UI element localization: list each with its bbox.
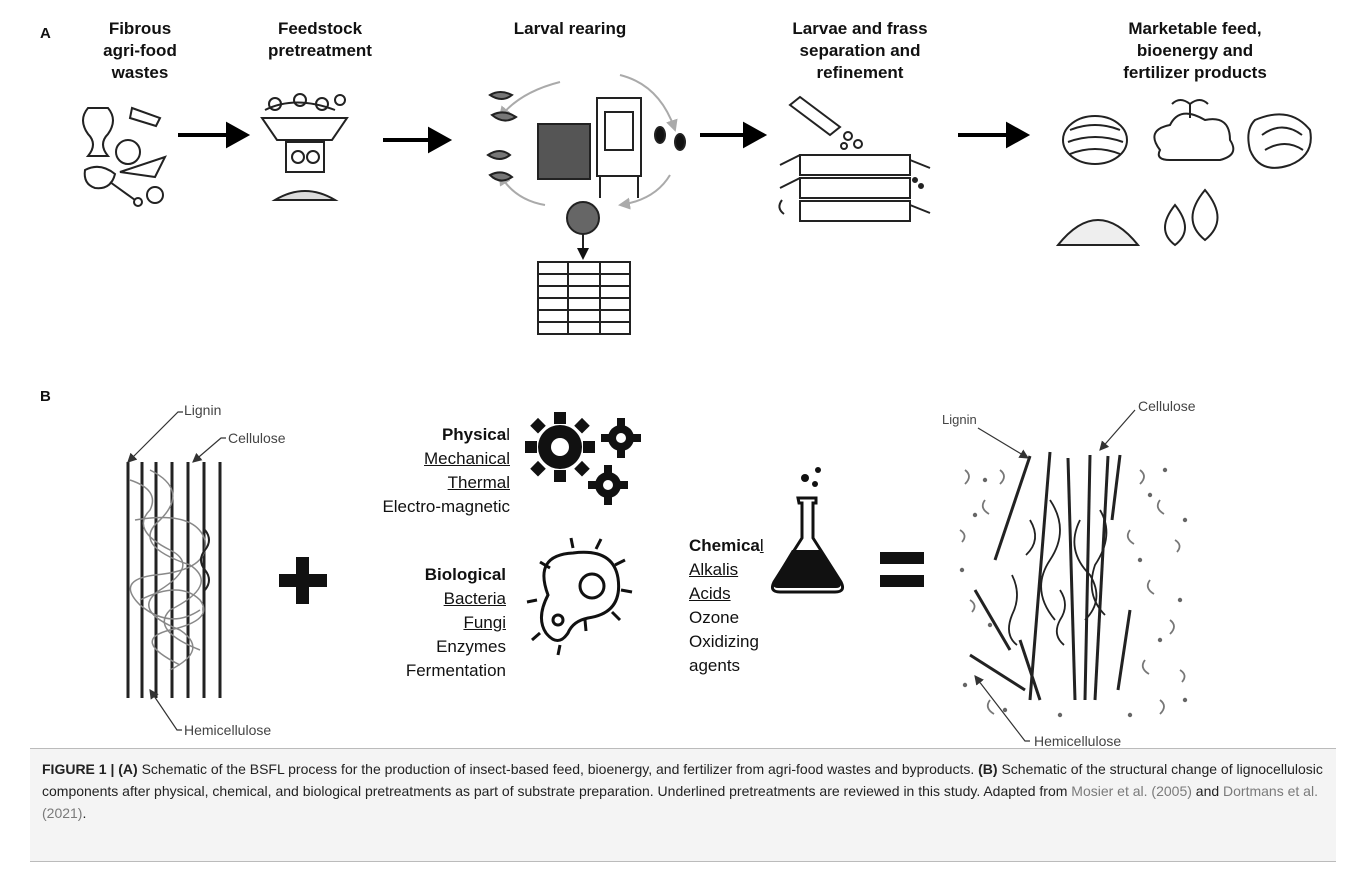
- biological-item-fermentation: Fermentation: [405, 661, 506, 680]
- figure-caption: FIGURE 1 | (A) Schematic of the BSFL pro…: [42, 761, 1323, 821]
- physical-item-thermal: Thermal: [447, 473, 510, 492]
- flask-icon: [771, 467, 844, 594]
- label-lignin-right: Lignin: [942, 412, 977, 427]
- larval-rearing-icon: [486, 74, 686, 335]
- step-title-separation: Larvae and frass separation and refineme…: [792, 19, 928, 82]
- feedstock-pretreatment-icon: [260, 93, 349, 201]
- agri-food-waste-icon: [82, 106, 167, 207]
- panel-b-label: B: [40, 388, 51, 405]
- biological-item-fungi: Fungi: [463, 613, 506, 632]
- biological-item-bacteria: Bacteria: [443, 589, 506, 608]
- reference-link-dortmans[interactable]: Dortmans et al. (2021): [42, 783, 1318, 821]
- chemical-item-oxidizing: Oxidizing: [689, 632, 759, 651]
- physical-treatments: Physical Mechanical Thermal Electro-magn…: [330, 423, 510, 519]
- step-title-rearing: Larval rearing: [513, 19, 627, 38]
- label-hemicellulose-right: Hemicellulose: [1034, 733, 1122, 749]
- plus-sign: [279, 557, 327, 604]
- label-lignin-left: Lignin: [184, 402, 222, 418]
- panel-a-label: A: [40, 25, 51, 42]
- bacteria-icon: [526, 537, 633, 656]
- left-label-pointers: [127, 411, 226, 731]
- label-cellulose-right: Cellulose: [1138, 398, 1196, 414]
- chemical-item-acids: Acids: [689, 584, 731, 603]
- label-hemicellulose-left: Hemicellulose: [184, 722, 272, 738]
- chemical-item-alkalis: Alkalis: [689, 560, 739, 579]
- right-label-pointers: [974, 409, 1136, 742]
- physical-item-mechanical: Mechanical: [424, 449, 510, 468]
- physical-heading: Physical: [441, 425, 510, 444]
- label-cellulose-left: Cellulose: [228, 430, 286, 446]
- biological-heading: Biological: [424, 565, 506, 584]
- caption-box: [30, 748, 1336, 862]
- step-title-pretreatment: Feedstock pretreatment: [268, 19, 372, 60]
- gears-icon: [525, 412, 641, 505]
- products-icons: [1055, 99, 1312, 247]
- equals-sign: [880, 552, 924, 587]
- chemical-heading: Chemical: [689, 536, 764, 555]
- reference-link-mosier[interactable]: Mosier et al. (2005): [1071, 783, 1192, 799]
- physical-item-electromagnetic: Electro-magnetic: [382, 497, 510, 516]
- process-arrows: [178, 121, 1031, 154]
- step-title-wastes: Fibrous agri-food wastes: [103, 19, 177, 82]
- biological-item-enzymes: Enzymes: [436, 637, 506, 656]
- hemicellulose-strands-left: [129, 469, 207, 671]
- disrupted-lignocellulose: [959, 451, 1188, 718]
- step-title-products: Marketable feed, bioenergy and fertilize…: [1123, 19, 1267, 82]
- chemical-treatments: Chemical Alkalis Acids Ozone Oxidizing a…: [689, 534, 799, 678]
- biological-treatments: Biological Bacteria Fungi Enzymes Fermen…: [330, 563, 506, 683]
- chemical-item-agents: agents: [689, 656, 741, 675]
- chemical-item-ozone: Ozone: [689, 608, 740, 627]
- separation-sieve-icon: [778, 95, 931, 222]
